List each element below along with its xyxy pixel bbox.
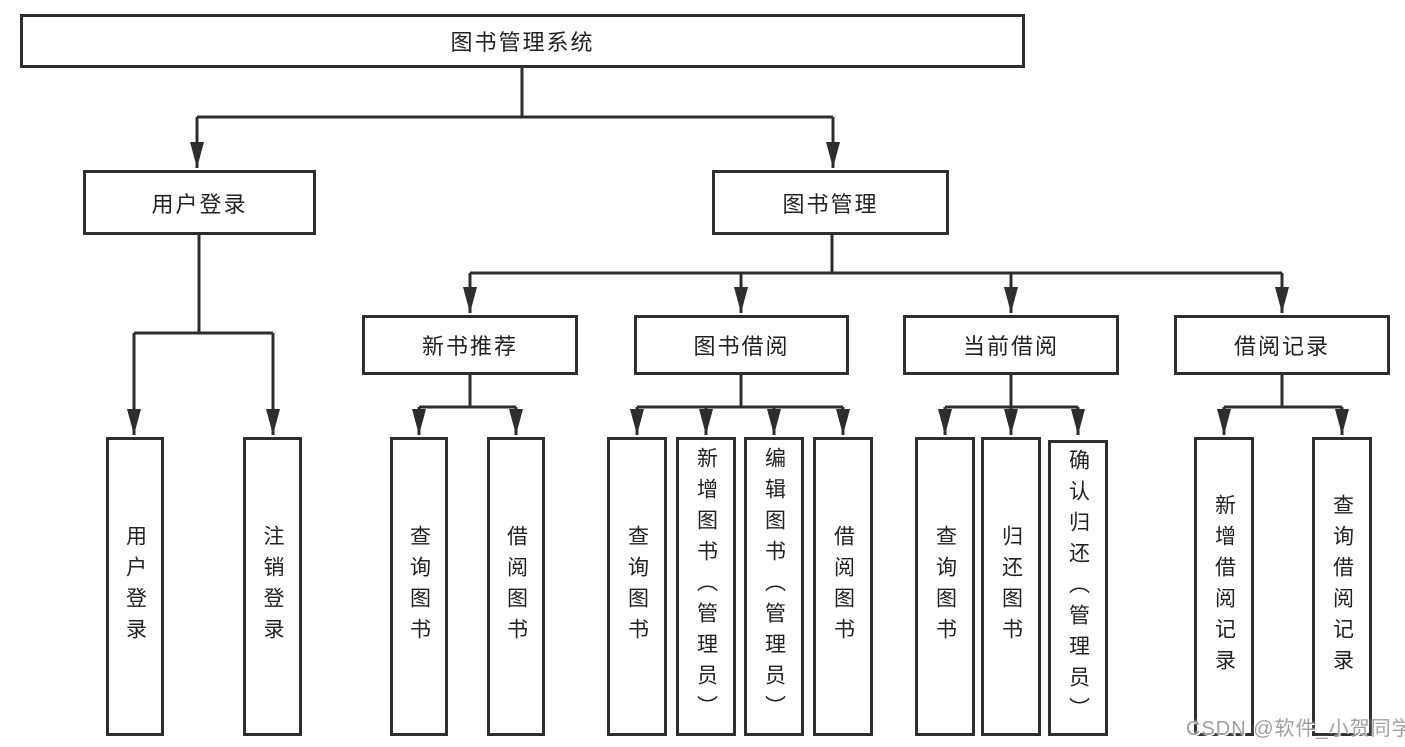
node-label: 查询借阅记录 — [1330, 493, 1354, 680]
node-label: 确认归还（管理员） — [1066, 448, 1090, 728]
leaf-add-books-admin: 新增图书（管理员） — [676, 437, 736, 736]
leaf-query-books-recommend: 查询图书 — [390, 437, 448, 736]
node-label: 查询图书 — [933, 524, 957, 649]
leaf-query-borrow-record: 查询借阅记录 — [1312, 437, 1372, 736]
node-label: 图书管理系统 — [450, 30, 595, 55]
leaf-borrow-books-borrowing: 借阅图书 — [813, 437, 873, 736]
node-label: 注销登录 — [261, 524, 284, 649]
node-new-book-recommendation: 新书推荐 — [362, 315, 578, 375]
node-book-management: 图书管理 — [712, 170, 949, 235]
node-label: 借阅记录 — [1233, 334, 1330, 359]
node-label: 借阅图书 — [831, 524, 855, 649]
node-library-management-system: 图书管理系统 — [20, 14, 1025, 68]
node-label: 用户登录 — [151, 191, 248, 217]
leaf-add-borrow-record: 新增借阅记录 — [1194, 437, 1254, 736]
leaf-query-books-current: 查询图书 — [915, 437, 975, 736]
node-label: 图书借阅 — [693, 334, 790, 359]
node-label: 当前借阅 — [962, 334, 1059, 359]
node-current-borrowing: 当前借阅 — [903, 315, 1119, 375]
node-label: 新增图书（管理员） — [694, 447, 718, 726]
leaf-query-books-borrowing: 查询图书 — [607, 437, 667, 736]
node-user-login: 用户登录 — [83, 170, 316, 235]
leaf-borrow-books-recommend: 借阅图书 — [487, 437, 545, 736]
node-label: 图书管理 — [782, 191, 879, 217]
node-book-borrowing: 图书借阅 — [634, 315, 849, 375]
leaf-confirm-return-admin: 确认归还（管理员） — [1048, 440, 1108, 736]
leaf-user-login: 用户登录 — [106, 437, 164, 736]
csdn-watermark: CSDN @软件_小贺同学 — [1186, 718, 1405, 740]
node-label: 查询图书 — [625, 524, 649, 649]
leaf-return-books: 归还图书 — [981, 437, 1041, 736]
node-label: 用户登录 — [123, 524, 147, 649]
leaf-edit-books-admin: 编辑图书（管理员） — [744, 437, 804, 736]
node-label: 编辑图书（管理员） — [762, 447, 786, 726]
leaf-logout: 注销登录 — [243, 437, 302, 736]
node-label: 归还图书 — [999, 524, 1023, 649]
node-label: 新增借阅记录 — [1212, 493, 1236, 680]
node-label: 查询图书 — [407, 524, 431, 649]
node-borrowing-records: 借阅记录 — [1174, 315, 1390, 375]
node-label: 借阅图书 — [504, 524, 528, 649]
node-label: 新书推荐 — [421, 334, 518, 359]
